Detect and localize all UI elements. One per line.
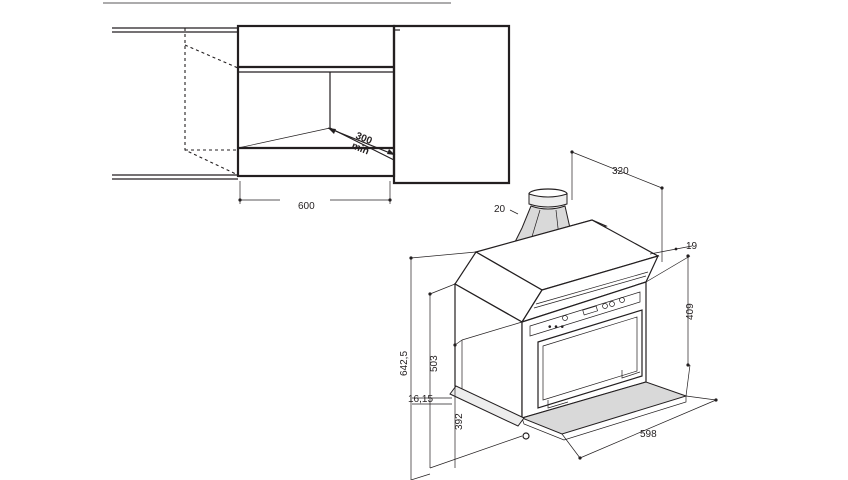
side-panel-seam (461, 321, 523, 341)
side-cabinet (392, 24, 511, 185)
lower-height-label: 392 (454, 413, 465, 430)
front-width-dot-b (714, 398, 718, 402)
depth-label-320: 320 (612, 166, 629, 177)
filter-inner (542, 316, 638, 401)
flange-label: 20 (494, 204, 506, 215)
front-width-label: 598 (640, 429, 657, 440)
control-knob-d[interactable] (619, 297, 625, 303)
ghost-panel-front (184, 28, 239, 176)
cavity-diagonal (237, 127, 331, 149)
side-dim-line (649, 245, 693, 255)
front-height-dot-a (686, 254, 690, 258)
depth-arrow-head-b (387, 149, 395, 155)
width-dot-right (388, 198, 392, 202)
bottom-offset-label: 16,15 (408, 394, 433, 405)
width-label: 600 (298, 201, 315, 212)
flange-dim (509, 209, 519, 215)
side-dim-dot (674, 247, 678, 251)
front-width-ext-left (561, 433, 581, 459)
control-dots: • • • (548, 322, 565, 333)
control-knob-b[interactable] (602, 303, 608, 309)
width-dot-left (238, 198, 242, 202)
depth-dot-a (570, 150, 574, 154)
front-height-dot-b (686, 363, 690, 367)
depth-arrow-head-a (328, 128, 336, 134)
vent-slot-b (533, 275, 647, 309)
front-height-label: 409 (685, 303, 696, 320)
base-ext-a (429, 435, 523, 469)
total-height-label: 642,5 (399, 351, 410, 376)
depth-dot-b (660, 186, 664, 190)
cabinet-drawing: 300 min 600 (103, 2, 511, 212)
total-height-dot (409, 256, 413, 260)
depth-dim-line (571, 151, 663, 189)
body-height-ext-top (429, 283, 456, 295)
front-width-dim (579, 399, 717, 459)
body-height-dot (428, 292, 432, 296)
control-knob-c[interactable] (609, 301, 615, 307)
duct-ring (528, 193, 568, 208)
front-height-ext-bottom (685, 364, 691, 397)
base-ext-b (410, 473, 431, 480)
front-width-ext-right (685, 395, 717, 401)
filter-handle-left[interactable] (547, 400, 569, 409)
rail-knob (522, 432, 530, 440)
filter-handle-right[interactable] (621, 370, 641, 379)
control-display (582, 305, 599, 316)
total-height-ext-top (410, 251, 477, 259)
body-height-label: 503 (429, 355, 440, 372)
control-knob-a[interactable] (562, 315, 568, 321)
lower-height-dot (453, 343, 457, 347)
hood-drawing: 320 20 • • • (399, 150, 718, 480)
side-label-19: 19 (686, 241, 698, 252)
filter-frame (537, 309, 643, 409)
front-height-ext-top (645, 255, 691, 283)
cabinet-box (236, 24, 396, 178)
ghost-panel-top (184, 44, 239, 69)
depth-arrow-line (327, 127, 396, 156)
vent-slot-a (535, 271, 649, 305)
visor-edge (521, 396, 687, 441)
bottom-rail (449, 385, 525, 427)
control-strip (529, 291, 641, 337)
front-width-dot-a (578, 456, 582, 460)
